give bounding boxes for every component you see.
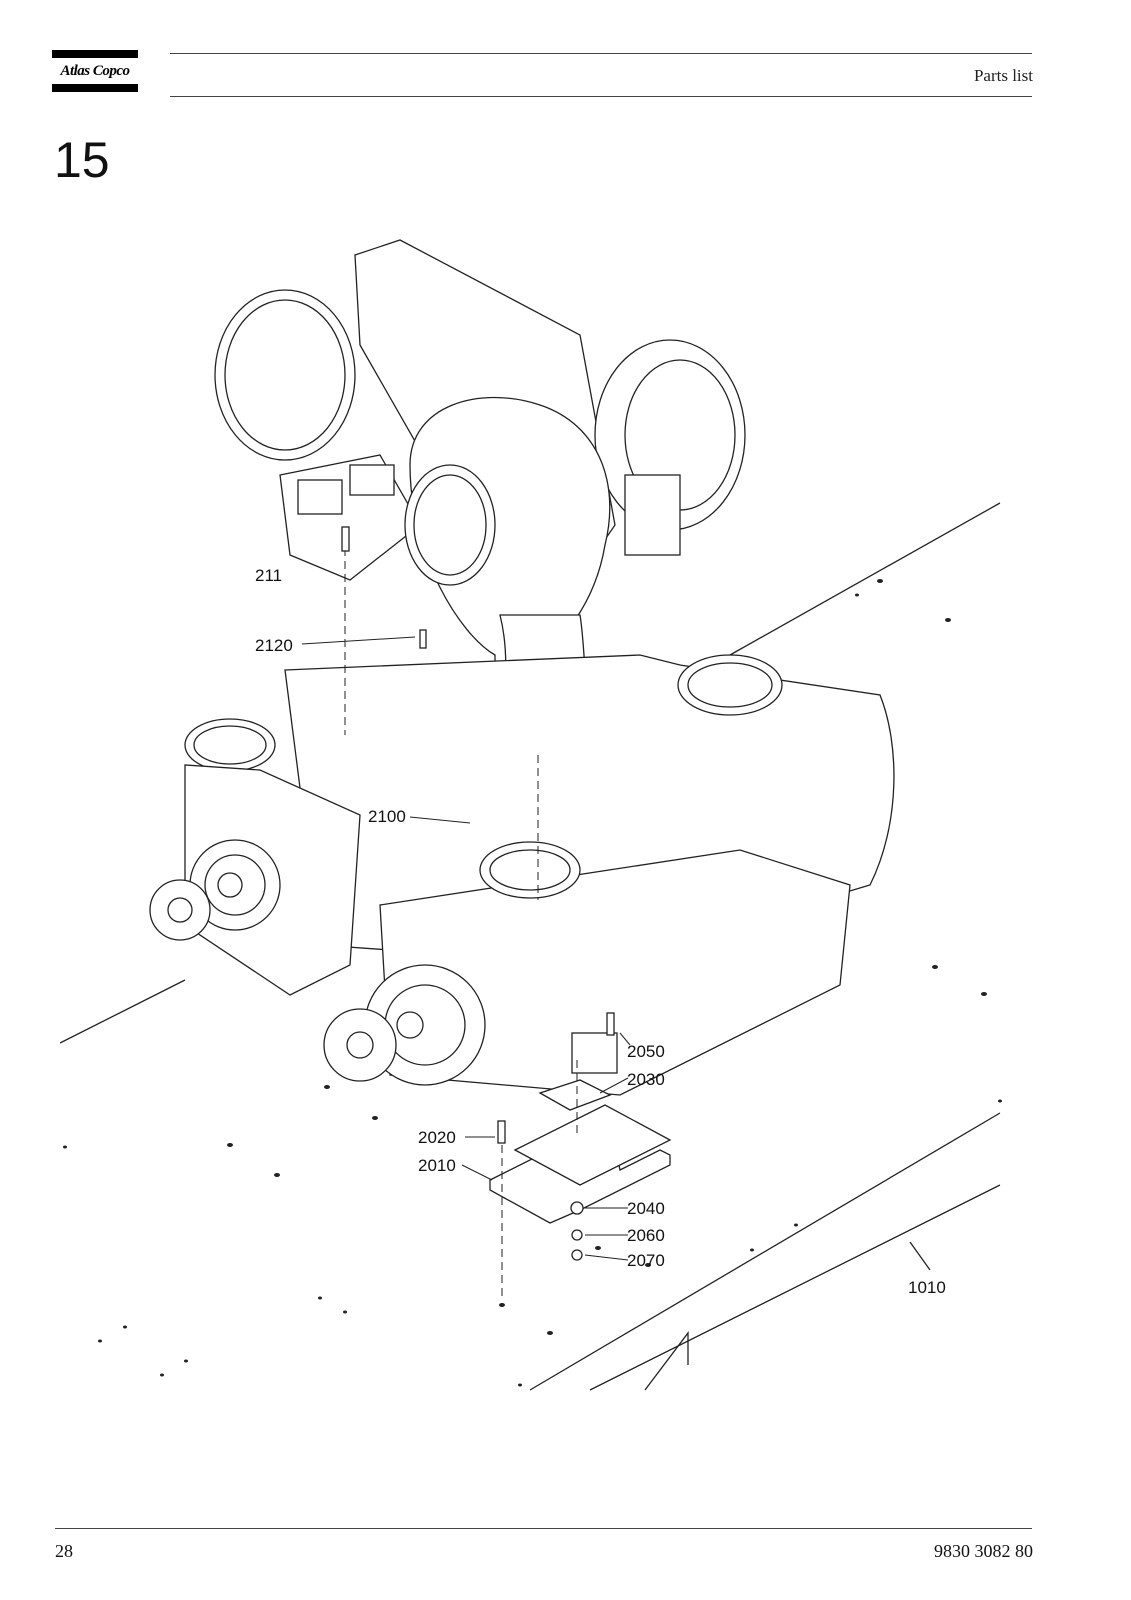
footer-rule [55,1528,1032,1529]
atlas-copco-logo: Atlas Copco [52,48,138,94]
fasteners [341,526,615,1261]
callout-2120: 2120 [255,636,293,655]
callout-2010: 2010 [418,1156,456,1175]
leader-2010 [461,1164,493,1181]
exploded-parts-drawing: 211 2120 2100 2050 2030 2020 2010 2040 2… [60,239,1002,1391]
callout-2100: 2100 [368,807,406,826]
section-number: 15 [54,132,110,188]
callout-2050: 2050 [627,1042,665,1061]
leader-1010 [909,1241,931,1271]
frame-line-bottom-1 [529,1112,1001,1391]
pad-2030 [538,1079,612,1111]
callout-2110: 211 [255,566,282,585]
leader-2030 [599,1077,629,1094]
logo-bar-top [52,50,138,58]
frame-line-bottom-2 [589,1184,1001,1391]
frame-holes [63,579,1002,1387]
header-rule-bottom [170,96,1032,97]
motor-flange [594,339,746,556]
callout-2070: 2070 [627,1251,665,1270]
callout-2030: 2030 [627,1070,665,1089]
callout-1010: 1010 [908,1278,946,1297]
leader-2100 [409,816,471,824]
callout-2020: 2020 [418,1128,456,1147]
frame-notch [644,1331,689,1391]
header-rule-top [170,53,1032,54]
page-number: 28 [55,1541,73,1561]
frame-line-left [60,979,186,1044]
compressor-block-front [323,841,851,1096]
callout-2040: 2040 [627,1199,665,1218]
frame-line-right-top [729,502,1001,656]
leader-2070 [584,1254,629,1261]
logo-bar-bottom [52,84,138,92]
logo-text: Atlas Copco [60,63,130,79]
header-title: Parts list [973,66,1033,85]
leader-2050 [619,1032,631,1046]
leader-2120 [301,636,416,645]
callout-2060: 2060 [627,1226,665,1245]
document-number: 9830 3082 80 [934,1541,1033,1561]
bracket-2010 [489,1104,672,1224]
